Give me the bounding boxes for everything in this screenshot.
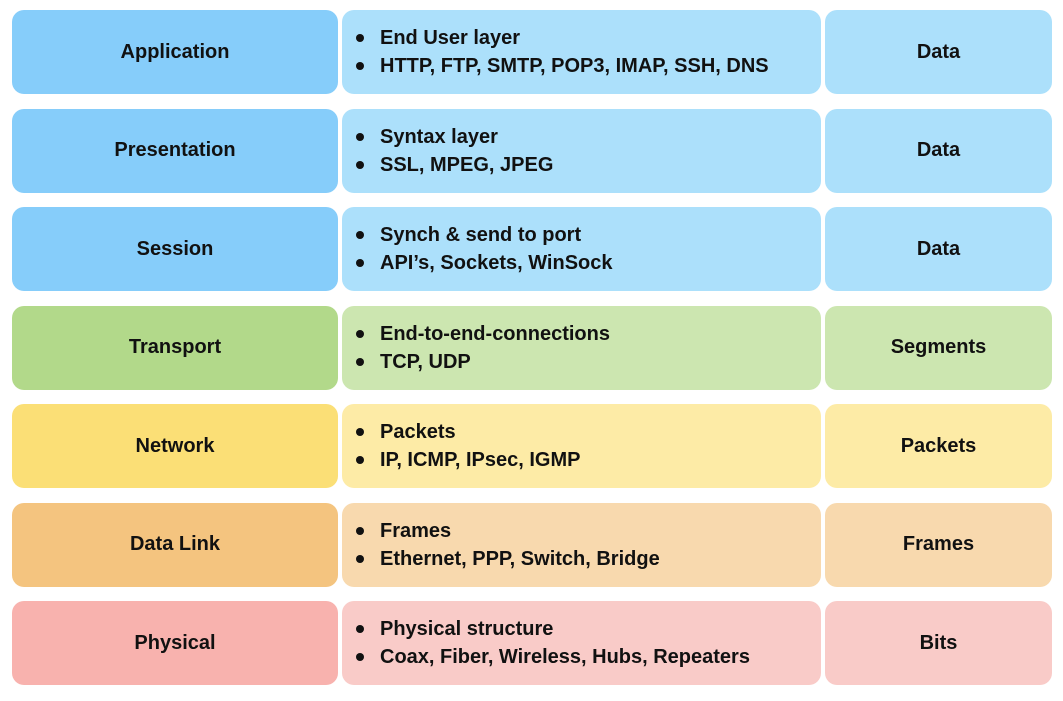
layer-description-cell: Frames Ethernet, PPP, Switch, Bridge [342,502,821,587]
layer-name-cell: Session [12,207,338,291]
data-unit-cell: Data [825,108,1052,193]
layer-name-cell: Presentation [12,108,338,193]
bullet-text: Synch & send to port [380,224,582,246]
bullet-item: TCP, UDP [356,348,821,376]
bullet-text: Coax, Fiber, Wireless, Hubs, Repeaters [380,646,750,668]
bullet-text: Ethernet, PPP, Switch, Bridge [380,547,660,570]
layer-name-cell: Network [12,404,338,488]
bullet-item: Syntax layer [356,123,821,151]
bullet-item: Physical structure [356,615,821,643]
bullet-item: Synch & send to port [356,221,821,249]
bullet-icon [356,554,364,563]
layer-description-cell: Packets IP, ICMP, IPsec, IGMP [342,404,821,488]
bullet-icon [356,259,364,267]
data-unit-cell: Bits [825,601,1052,685]
layer-row-session: Session Synch & send to port API’s, Sock… [12,207,1052,291]
layer-description-cell: Syntax layer SSL, MPEG, JPEG [342,108,821,193]
data-unit-cell: Data [825,10,1052,94]
bullet-icon [356,34,364,42]
osi-layer-table: Application End User layer HTTP, FTP, SM… [12,10,1052,700]
bullet-item: Packets [356,418,821,446]
bullet-text: API’s, Sockets, WinSock [380,252,613,274]
bullet-text: End User layer [380,27,521,49]
bullet-text: Packets [380,421,456,443]
layer-name-cell: Data Link [12,502,338,587]
data-unit-cell: Data [825,207,1052,291]
bullet-icon [356,329,364,338]
data-unit-cell: Frames [825,502,1052,587]
bullet-icon [356,62,364,70]
layer-description-cell: Synch & send to port API’s, Sockets, Win… [342,207,821,291]
bullet-icon [356,625,364,633]
layer-row-network: Network Packets IP, ICMP, IPsec, IGMP Pa… [12,404,1052,488]
data-unit-cell: Packets [825,404,1052,488]
bullet-icon [356,653,364,661]
layer-row-presentation: Presentation Syntax layer SSL, MPEG, JPE… [12,108,1052,193]
layer-row-application: Application End User layer HTTP, FTP, SM… [12,10,1052,94]
bullet-text: Syntax layer [380,125,498,148]
bullet-icon [356,456,364,464]
bullet-text: HTTP, FTP, SMTP, POP3, IMAP, SSH, DNS [380,55,769,77]
layer-name-cell: Physical [12,601,338,685]
bullet-text: IP, ICMP, IPsec, IGMP [380,449,581,471]
bullet-icon [356,526,364,535]
layer-name-cell: Application [12,10,338,94]
bullet-item: End User layer [356,24,821,52]
bullet-item: Coax, Fiber, Wireless, Hubs, Repeaters [356,643,821,671]
bullet-text: End-to-end-connections [380,322,610,345]
layer-row-data-link: Data Link Frames Ethernet, PPP, Switch, … [12,502,1052,587]
bullet-icon [356,357,364,366]
layer-row-transport: Transport End-to-end-connections TCP, UD… [12,305,1052,390]
bullet-text: SSL, MPEG, JPEG [380,153,554,176]
bullet-item: API’s, Sockets, WinSock [356,249,821,277]
layer-description-cell: End User layer HTTP, FTP, SMTP, POP3, IM… [342,10,821,94]
bullet-text: TCP, UDP [380,350,471,373]
bullet-item: Ethernet, PPP, Switch, Bridge [356,545,821,573]
bullet-item: SSL, MPEG, JPEG [356,151,821,179]
bullet-text: Physical structure [380,618,554,640]
bullet-item: HTTP, FTP, SMTP, POP3, IMAP, SSH, DNS [356,52,821,80]
bullet-item: End-to-end-connections [356,320,821,348]
bullet-item: Frames [356,517,821,545]
bullet-icon [356,160,364,169]
layer-description-cell: Physical structure Coax, Fiber, Wireless… [342,601,821,685]
data-unit-cell: Segments [825,305,1052,390]
layer-description-cell: End-to-end-connections TCP, UDP [342,305,821,390]
layer-name-cell: Transport [12,305,338,390]
bullet-icon [356,428,364,436]
bullet-icon [356,231,364,239]
bullet-item: IP, ICMP, IPsec, IGMP [356,446,821,474]
bullet-icon [356,132,364,141]
layer-row-physical: Physical Physical structure Coax, Fiber,… [12,601,1052,685]
bullet-text: Frames [380,519,452,542]
